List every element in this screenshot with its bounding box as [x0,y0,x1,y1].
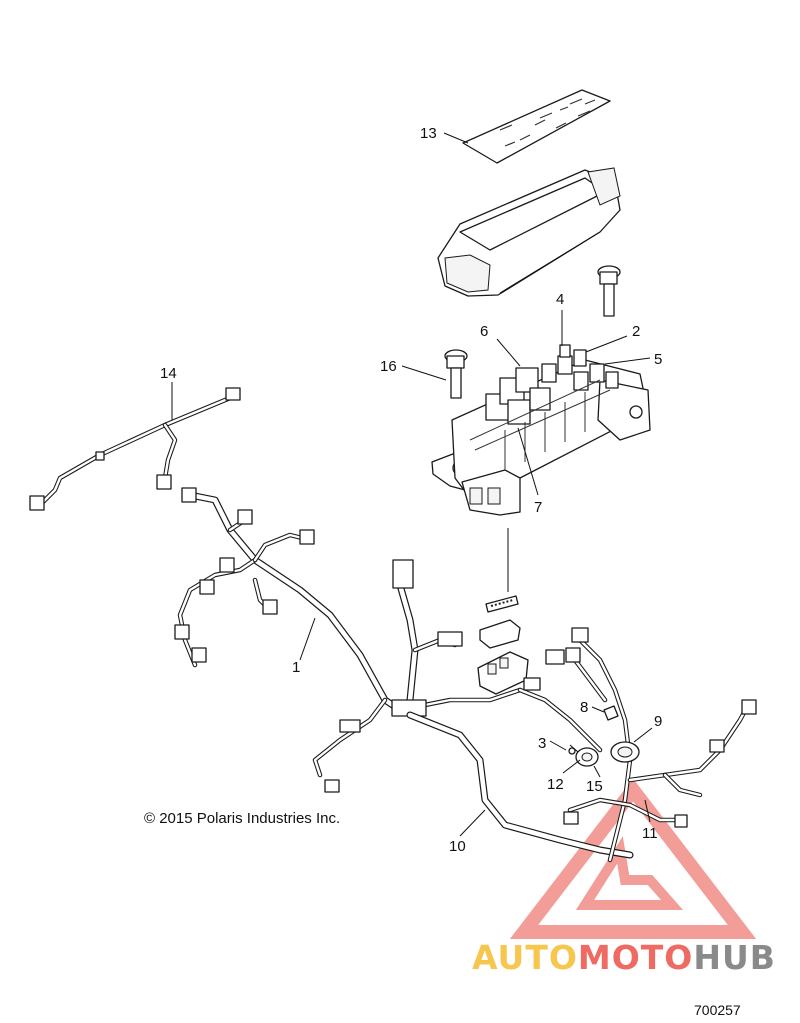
callout-13: 13 [420,125,437,142]
fuse-box-base [431,344,651,516]
callout-14: 14 [160,365,177,382]
callout-11: 11 [642,825,658,842]
watermark-wordmark: AUTOMOTOHUB [472,938,776,977]
watermark-auto: AUTO [472,938,578,977]
callout-5: 5 [654,351,662,368]
main-harness-1 [174,487,523,793]
drawing-number: 700257 [694,1002,741,1018]
leader-lines [171,132,653,837]
tie-3-12 [568,744,579,755]
fuse-box-cover [437,167,621,297]
callout-12: 12 [547,776,564,793]
copyright-notice: © 2015 Polaris Industries Inc. [144,810,341,827]
sub-harness-14 [29,387,241,511]
callout-8: 8 [580,699,588,716]
callout-16: 16 [380,358,397,375]
bolt-16 [444,349,468,399]
relay-7 [507,387,551,425]
clip-8 [603,705,619,721]
fuses-2-4-5 [541,344,619,391]
right-harness-11 [563,627,757,863]
grommet-9 [610,741,640,763]
callout-6: 6 [480,323,488,340]
callout-3: 3 [538,735,546,752]
grommet-15 [575,747,599,767]
watermark-moto: MOTO [577,938,694,977]
junction-block [477,651,529,695]
fuse-holder [479,619,521,649]
callout-labels: 1 2 3 4 5 6 7 8 9 10 11 12 13 14 15 16 [160,125,662,855]
callout-1: 1 [292,659,300,676]
callout-7: 7 [534,499,542,516]
watermark-logo [509,778,757,939]
callout-15: 15 [586,778,603,795]
main-harness-10 [406,649,634,859]
callout-2: 2 [632,323,640,340]
fuse-strip [485,595,519,613]
label-sheet-13 [462,89,611,164]
callout-9: 9 [654,713,662,730]
watermark-hub: HUB [693,938,776,977]
callout-10: 10 [449,838,466,855]
bolt-upper [597,265,621,317]
callout-4: 4 [556,291,564,308]
